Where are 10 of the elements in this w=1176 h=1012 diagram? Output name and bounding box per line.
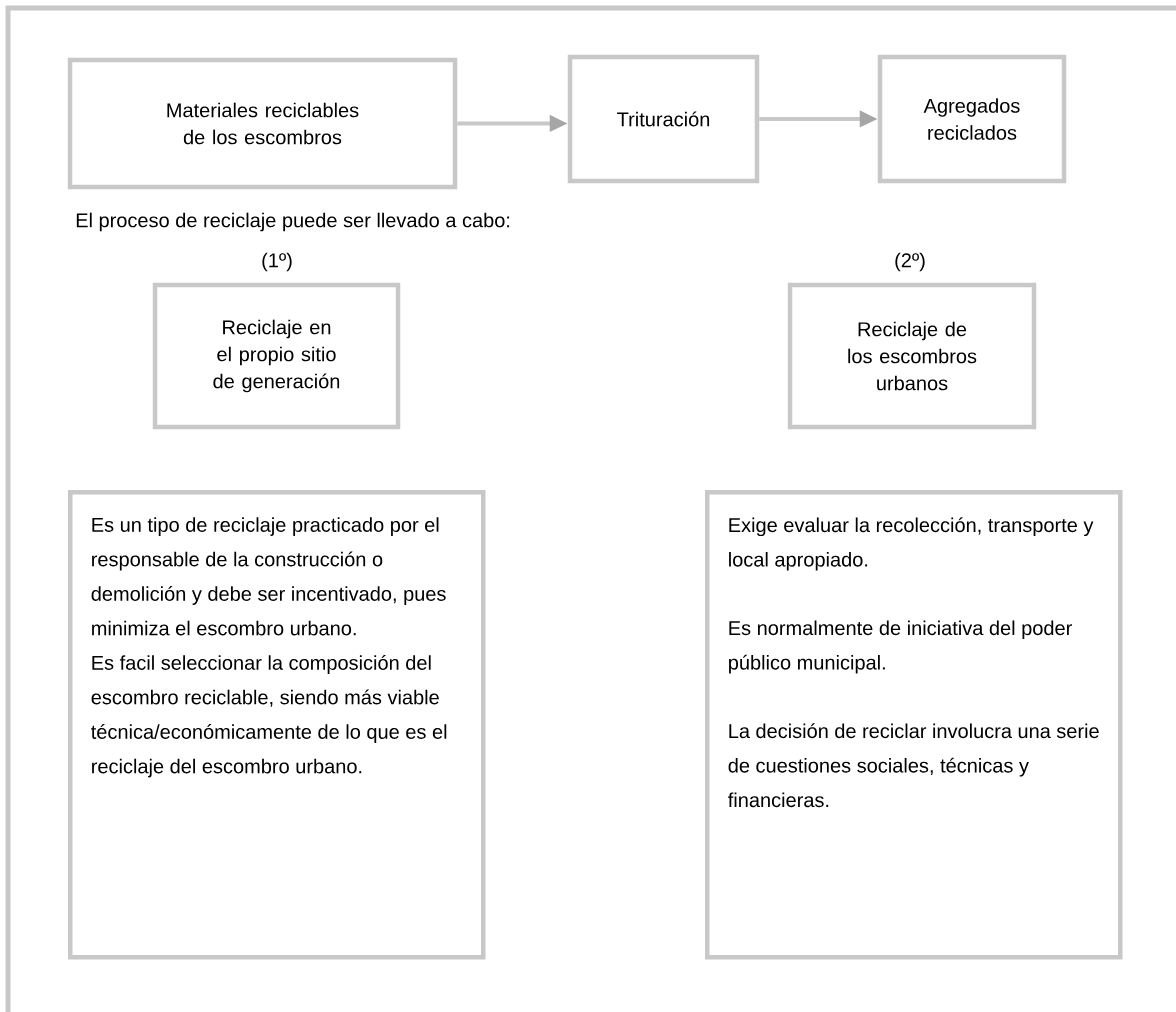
step-number: (2º) [895, 252, 925, 272]
step-number: (1º) [262, 252, 292, 272]
process-box: Materiales reciclables de los escombros [67, 57, 458, 190]
intro-text: El proceso de reciclaje puede ser llevado a cabo: [76, 212, 510, 232]
process-box: Trituración [567, 54, 760, 184]
process-box: Reciclaje de los escombros urbanos [787, 282, 1037, 430]
text-box: Exige evaluar la recolección, transporte y local apropiado. Es normalmente de iniciativa del poder público municipal. La decisión de reciclar involucra una serie de cuestiones sociales, técnicas y financieras. [705, 490, 1123, 960]
process-box: Reciclaje en el propio sitio de generación [152, 282, 401, 430]
text-box: Es un tipo de reciclaje practicado por el responsable de la construcción o demolición y debe ser incentivado, pues minimiza el escombro urbano. Es facil seleccionar la composición del escombro reciclable, siendo más viable técnica/económicamente de lo que es el reciclaje del escombro urbano. [68, 490, 486, 960]
process-box: Agregados reciclados [877, 54, 1067, 184]
